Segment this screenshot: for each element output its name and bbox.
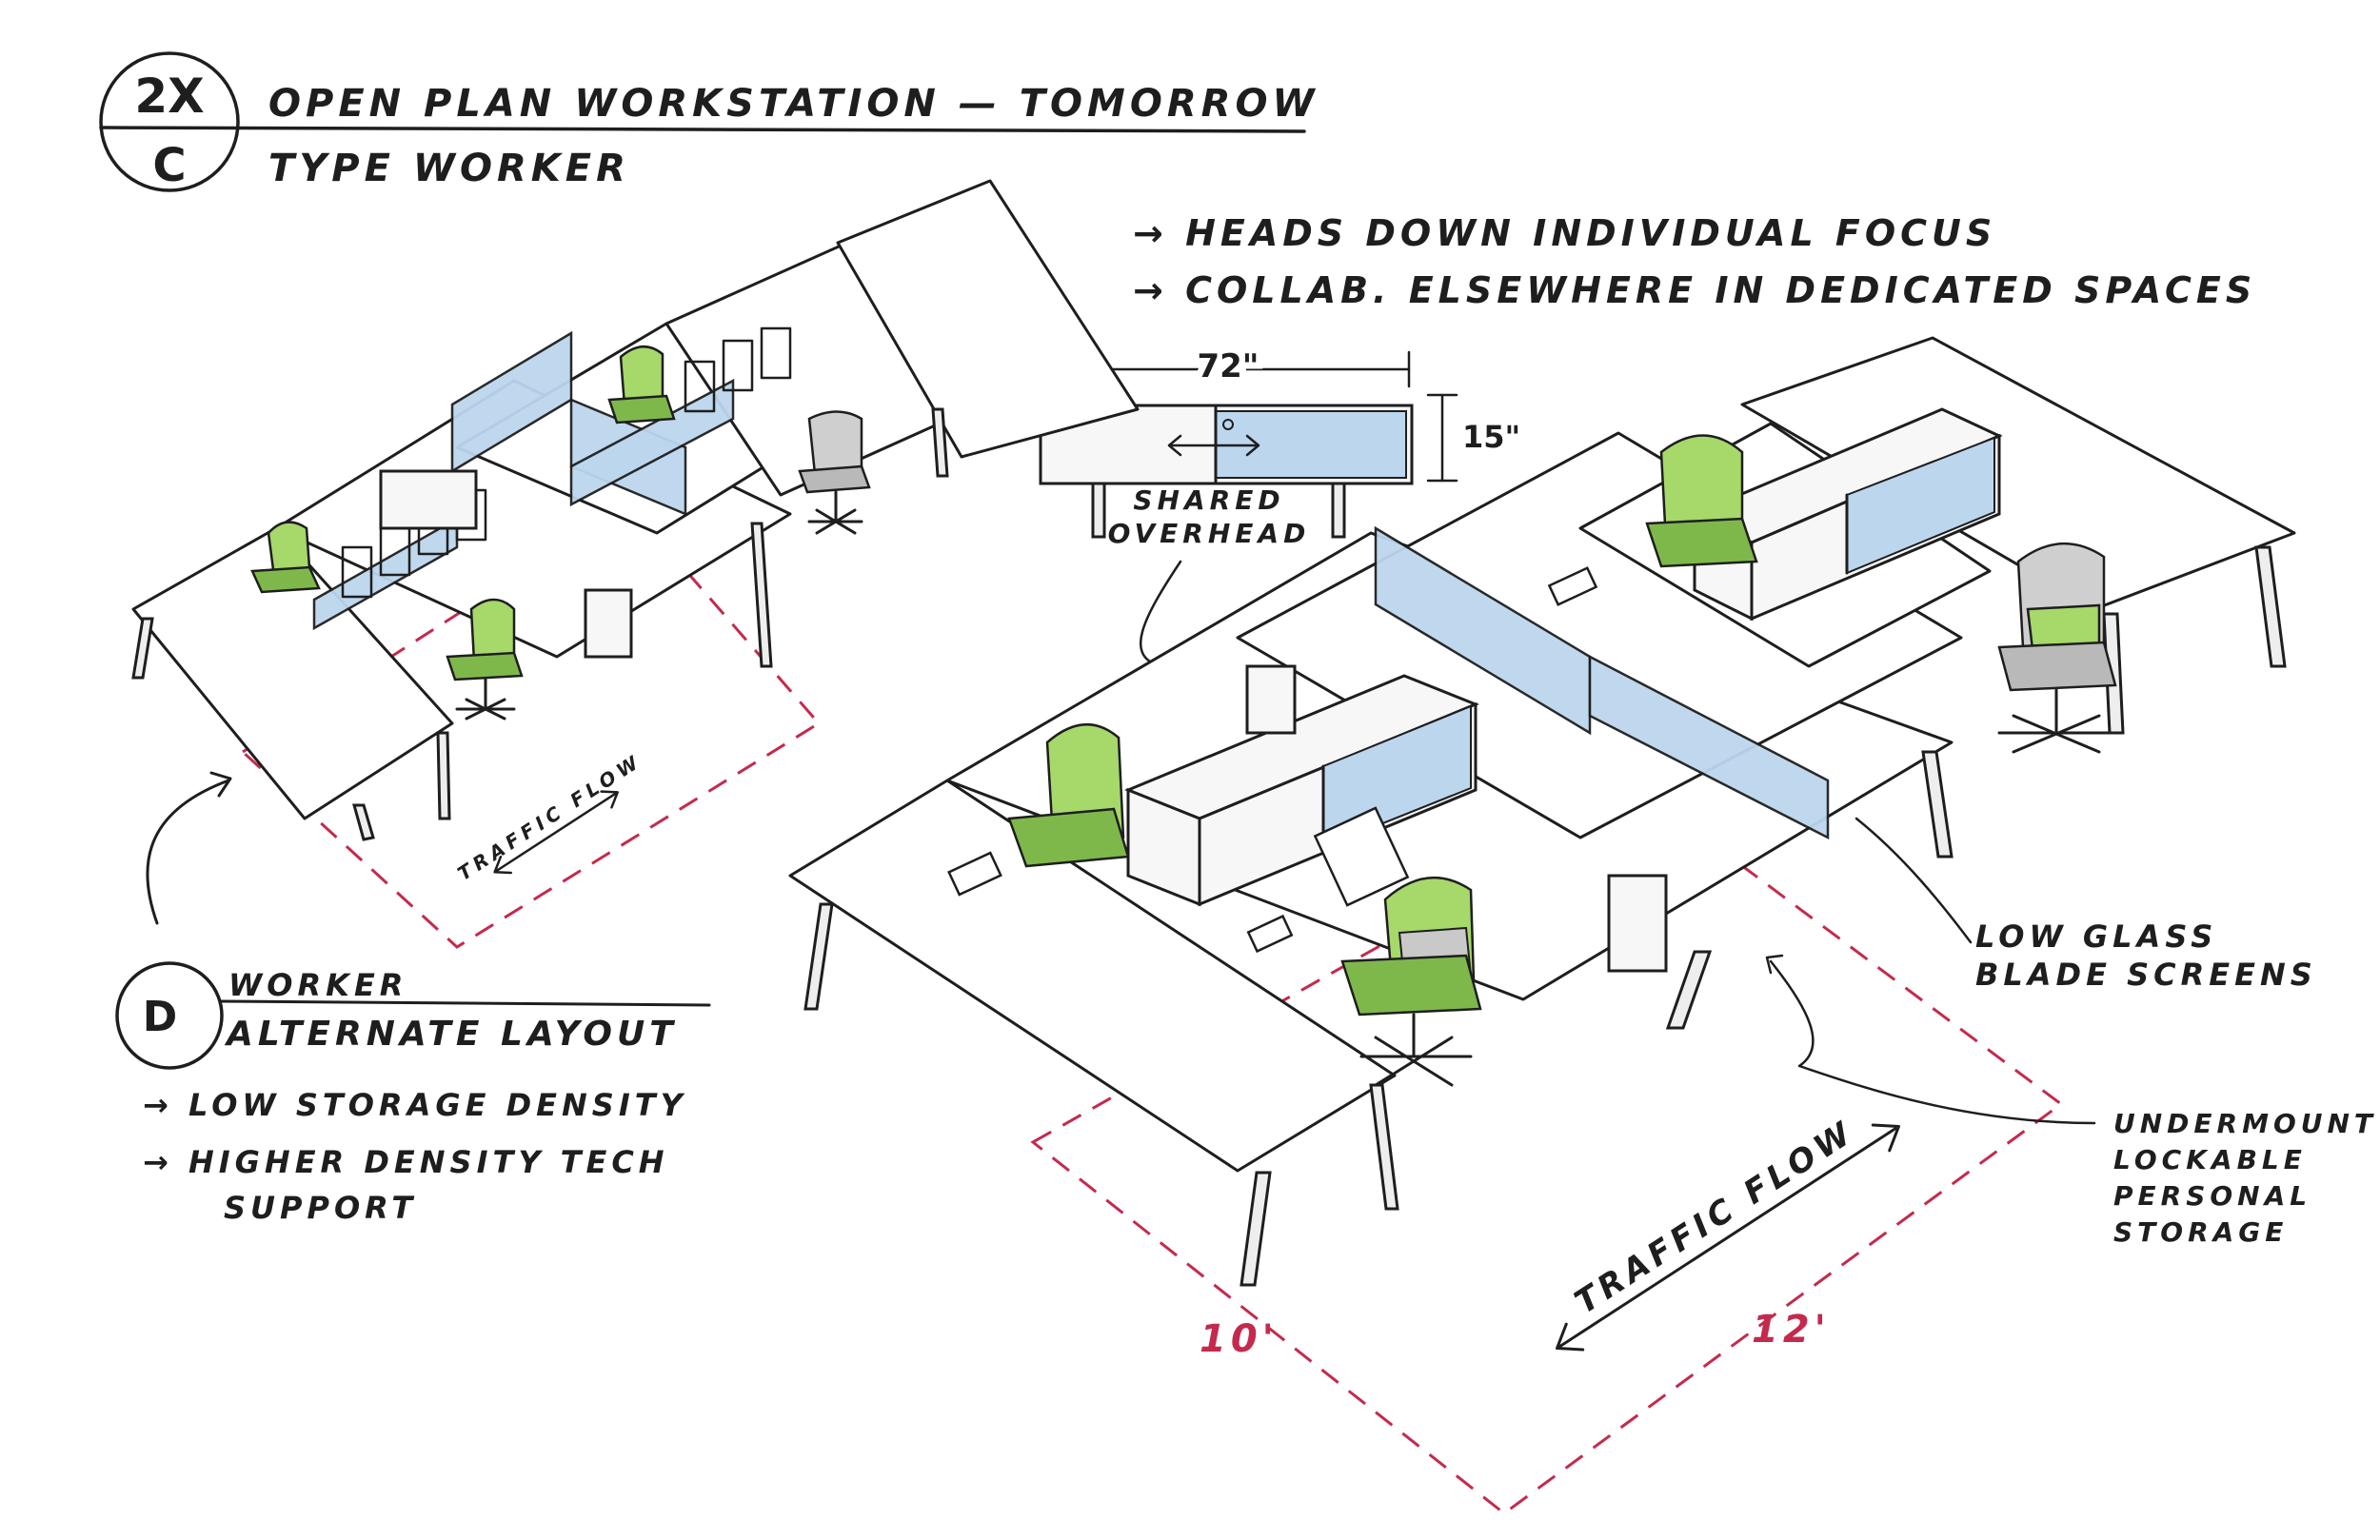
power-module-1 bbox=[947, 851, 1002, 897]
main-storage-front bbox=[1124, 674, 1479, 907]
alt-pointer-arrowhead bbox=[209, 771, 232, 798]
main-traffic-flow-label: TRAFFIC FLOW bbox=[1568, 1113, 1861, 1322]
title-badge-bottom: C bbox=[152, 139, 186, 192]
callout-screens: LOW GLASS BLADE SCREENS bbox=[1854, 817, 2317, 993]
title-block: 2X C OPEN PLAN WORKSTATION — TOMORROW TY… bbox=[99, 51, 1319, 192]
alt-leg-3 bbox=[436, 731, 451, 820]
callout-storage-2: LOCKABLE bbox=[2113, 1144, 2307, 1175]
main-leg-4 bbox=[1665, 950, 1713, 1030]
main-leg-3 bbox=[1369, 1083, 1399, 1211]
main-chair-back bbox=[1645, 434, 1758, 568]
alt-chair-4 bbox=[798, 410, 871, 535]
alt-pointer-arrow bbox=[146, 779, 230, 925]
monitor-arm-base bbox=[1313, 806, 1410, 907]
alternate-block: D WORKER ALTERNATE LAYOUT → LOW STORAGE … bbox=[115, 961, 711, 1226]
alt-item-2: → HIGHER DENSITY TECH bbox=[143, 1144, 669, 1180]
overhead-post-left bbox=[1091, 482, 1106, 539]
main-leg-5 bbox=[1921, 750, 1954, 859]
alt-title-2: ALTERNATE LAYOUT bbox=[224, 1015, 678, 1054]
alt-desk-left bbox=[131, 526, 454, 820]
alt-chair-3 bbox=[607, 346, 676, 424]
alt-leg-2 bbox=[352, 803, 375, 841]
alt-leg-5 bbox=[931, 407, 949, 478]
main-desk-right bbox=[1740, 336, 2296, 611]
callout-screens-2: BLADE SCREENS bbox=[1975, 957, 2317, 993]
alt-traffic-flow: TRAFFIC FLOW bbox=[453, 749, 645, 885]
main-chair-front bbox=[1007, 723, 1130, 868]
dimension-right: 12' bbox=[1752, 1308, 1831, 1352]
alt-desk-center bbox=[274, 379, 792, 659]
page-subtitle: TYPE WORKER bbox=[268, 147, 630, 190]
note-collab: → COLLAB. ELSEWHERE IN DEDICATED SPACES bbox=[1133, 269, 2256, 311]
top-notes: → HEADS DOWN INDIVIDUAL FOCUS → COLLAB. … bbox=[1133, 212, 2256, 311]
overhead-label-2: OVERHEAD bbox=[1108, 518, 1311, 549]
dimension-left: 10' bbox=[1200, 1317, 1279, 1361]
alt-item-1: → LOW STORAGE DENSITY bbox=[143, 1087, 687, 1123]
main-leg-2 bbox=[1240, 1171, 1272, 1287]
power-module-2 bbox=[1246, 914, 1294, 954]
main-traffic-flow: TRAFFIC FLOW bbox=[1556, 1113, 1900, 1352]
callout-storage-leader bbox=[1769, 959, 2096, 1125]
main-layout-sketch: TRAFFIC FLOW 10' 12' bbox=[788, 336, 2296, 1515]
width-dim-label: 72" bbox=[1197, 347, 1259, 385]
callout-storage-4: STORAGE bbox=[2113, 1216, 2288, 1248]
slide-arrow-heads bbox=[1167, 434, 1260, 457]
page-title: OPEN PLAN WORKSTATION — TOMORROW bbox=[268, 82, 1319, 126]
alt-pedestal-2 bbox=[379, 469, 478, 530]
callout-storage: UNDERMOUNT LOCKABLE PERSONAL STORAGE bbox=[1765, 954, 2377, 1248]
main-leg-7 bbox=[2102, 612, 2125, 735]
main-leg-1 bbox=[803, 902, 834, 1011]
callout-storage-3: PERSONAL bbox=[2113, 1180, 2311, 1212]
overhead-detail: 72" 15" SHARED OVERHEAD bbox=[1039, 341, 1520, 801]
callout-screens-1: LOW GLASS bbox=[1975, 918, 2217, 955]
main-storage-back bbox=[1691, 407, 2003, 622]
main-pedestal-2 bbox=[1245, 664, 1297, 735]
callout-screens-leader bbox=[1854, 817, 1973, 944]
title-badge-top: 2X bbox=[134, 69, 204, 124]
alt-title-1: WORKER bbox=[228, 967, 407, 1003]
alt-pedestal-1 bbox=[584, 588, 633, 659]
alt-chair-2 bbox=[446, 598, 524, 721]
door-knob bbox=[1222, 419, 1234, 430]
main-screen-1 bbox=[1374, 525, 1592, 736]
alt-item-3: SUPPORT bbox=[224, 1190, 417, 1226]
alt-badge: D bbox=[143, 993, 178, 1041]
title-badge-divider bbox=[99, 126, 1306, 133]
main-pedestal-1 bbox=[1607, 874, 1668, 973]
main-desk-front-left bbox=[788, 779, 1397, 1173]
alt-chair-1 bbox=[250, 521, 321, 594]
alt-leg-1 bbox=[131, 617, 154, 680]
alt-badge-circle bbox=[115, 961, 224, 1070]
main-leg-6 bbox=[2254, 545, 2287, 668]
note-heads-down: → HEADS DOWN INDIVIDUAL FOCUS bbox=[1133, 212, 1996, 254]
alt-leg-4 bbox=[750, 522, 773, 668]
height-dim-label: 15" bbox=[1462, 419, 1520, 455]
title-badge-circle bbox=[99, 51, 240, 192]
overhead-post-right bbox=[1331, 482, 1346, 539]
main-chair-center bbox=[1340, 876, 1482, 1087]
power-module-3 bbox=[1547, 566, 1598, 606]
overhead-label-1: SHARED bbox=[1133, 484, 1284, 516]
alt-desk-back-right bbox=[836, 179, 1140, 459]
alt-flow-zone bbox=[240, 503, 822, 949]
alt-traffic-flow-label: TRAFFIC FLOW bbox=[453, 749, 645, 885]
main-screen-2 bbox=[1588, 654, 1830, 840]
alt-title-rule bbox=[219, 999, 711, 1007]
callout-storage-arrowhead bbox=[1765, 954, 1784, 975]
main-chair-right bbox=[1997, 542, 2117, 754]
callout-storage-1: UNDERMOUNT bbox=[2113, 1108, 2377, 1139]
